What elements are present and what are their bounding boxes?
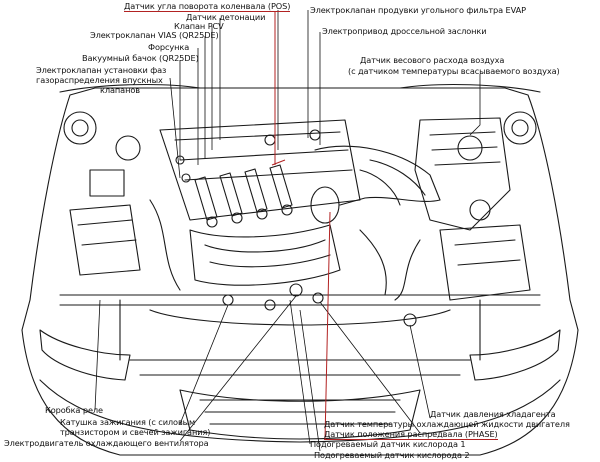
maf-sensor-label: Датчик весового расхода воздуха	[360, 55, 505, 65]
ivt-valve-label-line3: клапанов	[100, 85, 140, 95]
evap-valve-label: Электроклапан продувки угольного фильтра…	[310, 5, 526, 15]
vacuum-tank-label: Вакуумный бачок (QR25DE)	[82, 53, 199, 63]
heated-o2-sensor-2-label: Подогреваемый датчик кислорода 2	[314, 450, 470, 460]
coolant-temp-label: Датчик температуры охлаждающей жидкости …	[324, 419, 570, 429]
vias-valve-label: Электроклапан VIAS (QR25DE)	[90, 30, 219, 40]
ignition-coil-label-line1: Катушка зажигания (с силовым	[60, 417, 196, 427]
ignition-coil-label-line2: транзистором и свечей зажигания)	[60, 427, 211, 437]
injector-label: Форсунка	[148, 42, 190, 52]
ivt-valve-label-line2: газораспределения впускных	[36, 75, 163, 85]
refrigerant-pressure-label: Датчик давления хладагента	[430, 409, 556, 419]
fan-motor-label: Электродвигатель охлаждающего вентилятор…	[4, 438, 209, 448]
cam-position-sensor-label: Датчик положения распредвала (PHASE)	[324, 429, 498, 440]
relay-box-label: Коробка реле	[45, 405, 103, 415]
crank-position-sensor-label: Датчик угла поворота коленвала (POS)	[124, 1, 291, 12]
pcv-valve-label: Клапан PCV	[174, 21, 224, 31]
ivt-valve-label-line1: Электроклапан установки фаз	[36, 65, 167, 75]
maf-sensor-note: (с датчиком температуры всасываемого воз…	[348, 66, 560, 76]
knock-sensor-label: Датчик детонации	[186, 12, 266, 22]
heated-o2-sensor-1-label: Подогреваемый датчик кислорода 1	[310, 439, 466, 449]
throttle-actuator-label: Электропривод дроссельной заслонки	[322, 26, 487, 36]
